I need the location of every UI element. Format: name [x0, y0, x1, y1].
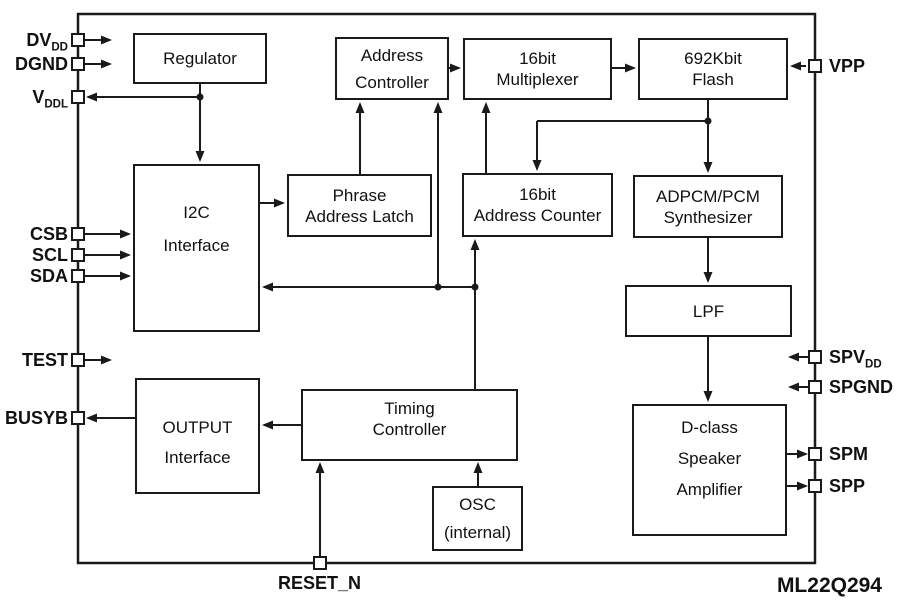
block-label: 16bit: [519, 49, 556, 68]
block-label: D-class: [681, 418, 738, 437]
block-label: 692Kbit: [684, 49, 742, 68]
block-label: Address: [360, 45, 424, 65]
block-phrase-address-latch: Phrase Address Latch: [287, 174, 432, 237]
pin-label-spp: SPP: [829, 475, 865, 497]
chip-boundary: [76, 12, 817, 565]
block-label: (internal): [443, 522, 512, 542]
pin-label-sub: DD: [51, 41, 68, 54]
block-label: Controller: [372, 420, 447, 439]
block-label: Interface: [164, 448, 231, 467]
pin-label-text: CSB: [29, 224, 68, 244]
block-label: Synthesizer: [663, 207, 753, 227]
block-label: Multiplexer: [496, 70, 579, 89]
part-number: ML22Q294: [776, 574, 882, 597]
pin-label-scl: SCL: [32, 244, 68, 266]
block-d-class-speaker-amplifier: D-class Speaker Amplifier: [632, 404, 787, 536]
block-label: LPF: [692, 301, 725, 321]
pin-label-text: TEST: [21, 350, 68, 370]
block-osc-internal: OSC (internal): [432, 486, 523, 551]
pin-label-text: BUSYB: [4, 408, 68, 428]
block-label: Speaker: [677, 449, 742, 468]
pin-label-text: SPGND: [829, 377, 894, 397]
block-i2c-interface: I2C Interface: [133, 164, 260, 332]
pin-test: [71, 353, 85, 367]
pin-spvdd: [808, 350, 822, 364]
pin-spm: [808, 447, 822, 461]
block-label: Address Latch: [305, 206, 414, 226]
pin-label-vddl: VDDL: [32, 86, 68, 111]
pin-label-text: SDA: [29, 266, 68, 286]
pin-spp: [808, 479, 822, 493]
pin-label-text: SPM: [829, 444, 869, 464]
pin-label-sub: DD: [865, 358, 882, 371]
pin-dvdd: [71, 33, 85, 47]
pin-busyb: [71, 411, 85, 425]
pin-label-spvdd: SPVDD: [829, 346, 882, 371]
block-lpf: LPF: [625, 285, 792, 337]
block-16bit-address-counter: 16bit Address Counter: [462, 173, 613, 237]
pin-label-sub: DDL: [44, 98, 68, 111]
pin-label-busyb: BUSYB: [5, 407, 68, 429]
pin-label-text: DGND: [15, 54, 68, 74]
pin-label-spm: SPM: [829, 443, 868, 465]
pin-label-text: RESET_N: [278, 573, 362, 593]
pin-label-test: TEST: [22, 349, 68, 371]
block-label: Flash: [692, 70, 734, 89]
pin-label-csb: CSB: [30, 223, 68, 245]
pin-label-sda: SDA: [30, 265, 68, 287]
pin-scl: [71, 248, 85, 262]
block-label: ADPCM/PCM: [656, 186, 760, 206]
pin-vddl: [71, 90, 85, 104]
block-label: Regulator: [163, 49, 237, 68]
pin-label-dgnd: DGND: [15, 53, 68, 75]
pin-label-reset-n: RESET_N: [278, 572, 361, 594]
block-adpcm-pcm-synthesizer: ADPCM/PCM Synthesizer: [633, 175, 783, 238]
pin-label-spgnd: SPGND: [829, 376, 893, 398]
pin-reset-n: [313, 556, 327, 570]
block-output-interface: OUTPUT Interface: [135, 378, 260, 494]
pin-dgnd: [71, 57, 85, 71]
block-label: Timing: [384, 399, 435, 418]
pin-pads: [71, 33, 822, 570]
pin-label-text: SPV: [829, 347, 866, 367]
pin-label-dvdd: DVDD: [26, 29, 68, 54]
pin-label-text: VPP: [829, 56, 866, 76]
block-label: Amplifier: [676, 480, 743, 499]
junction-dots: [196, 93, 712, 291]
block-label: OUTPUT: [162, 418, 233, 437]
pin-label-vpp: VPP: [829, 55, 865, 77]
block-label: 16bit: [519, 185, 556, 204]
pin-label-text: SPP: [829, 476, 866, 496]
block-address-controller: Address Controller: [335, 37, 449, 100]
pin-spgnd: [808, 380, 822, 394]
block-16bit-multiplexer: 16bit Multiplexer: [463, 38, 612, 100]
pin-label-text: V: [32, 87, 45, 107]
pin-label-text: SCL: [32, 245, 68, 265]
block-label: OSC: [459, 494, 496, 514]
block-692kbit-flash: 692Kbit Flash: [638, 38, 788, 100]
pin-vpp: [808, 59, 822, 73]
pin-csb: [71, 227, 85, 241]
pin-label-text: DV: [26, 30, 52, 50]
block-label: Interface: [163, 236, 230, 255]
block-label: I2C: [183, 203, 210, 222]
block-label: Controller: [355, 72, 429, 92]
block-label: Phrase: [332, 185, 387, 205]
junction-dot: [434, 283, 442, 291]
pin-sda: [71, 269, 85, 283]
junction-dot: [704, 117, 712, 125]
junction-dot: [471, 283, 479, 291]
block-label: Address Counter: [473, 206, 602, 225]
block-timing-controller: Timing Controller: [301, 389, 518, 461]
junction-dot: [196, 93, 204, 101]
block-regulator: Regulator: [133, 33, 267, 84]
